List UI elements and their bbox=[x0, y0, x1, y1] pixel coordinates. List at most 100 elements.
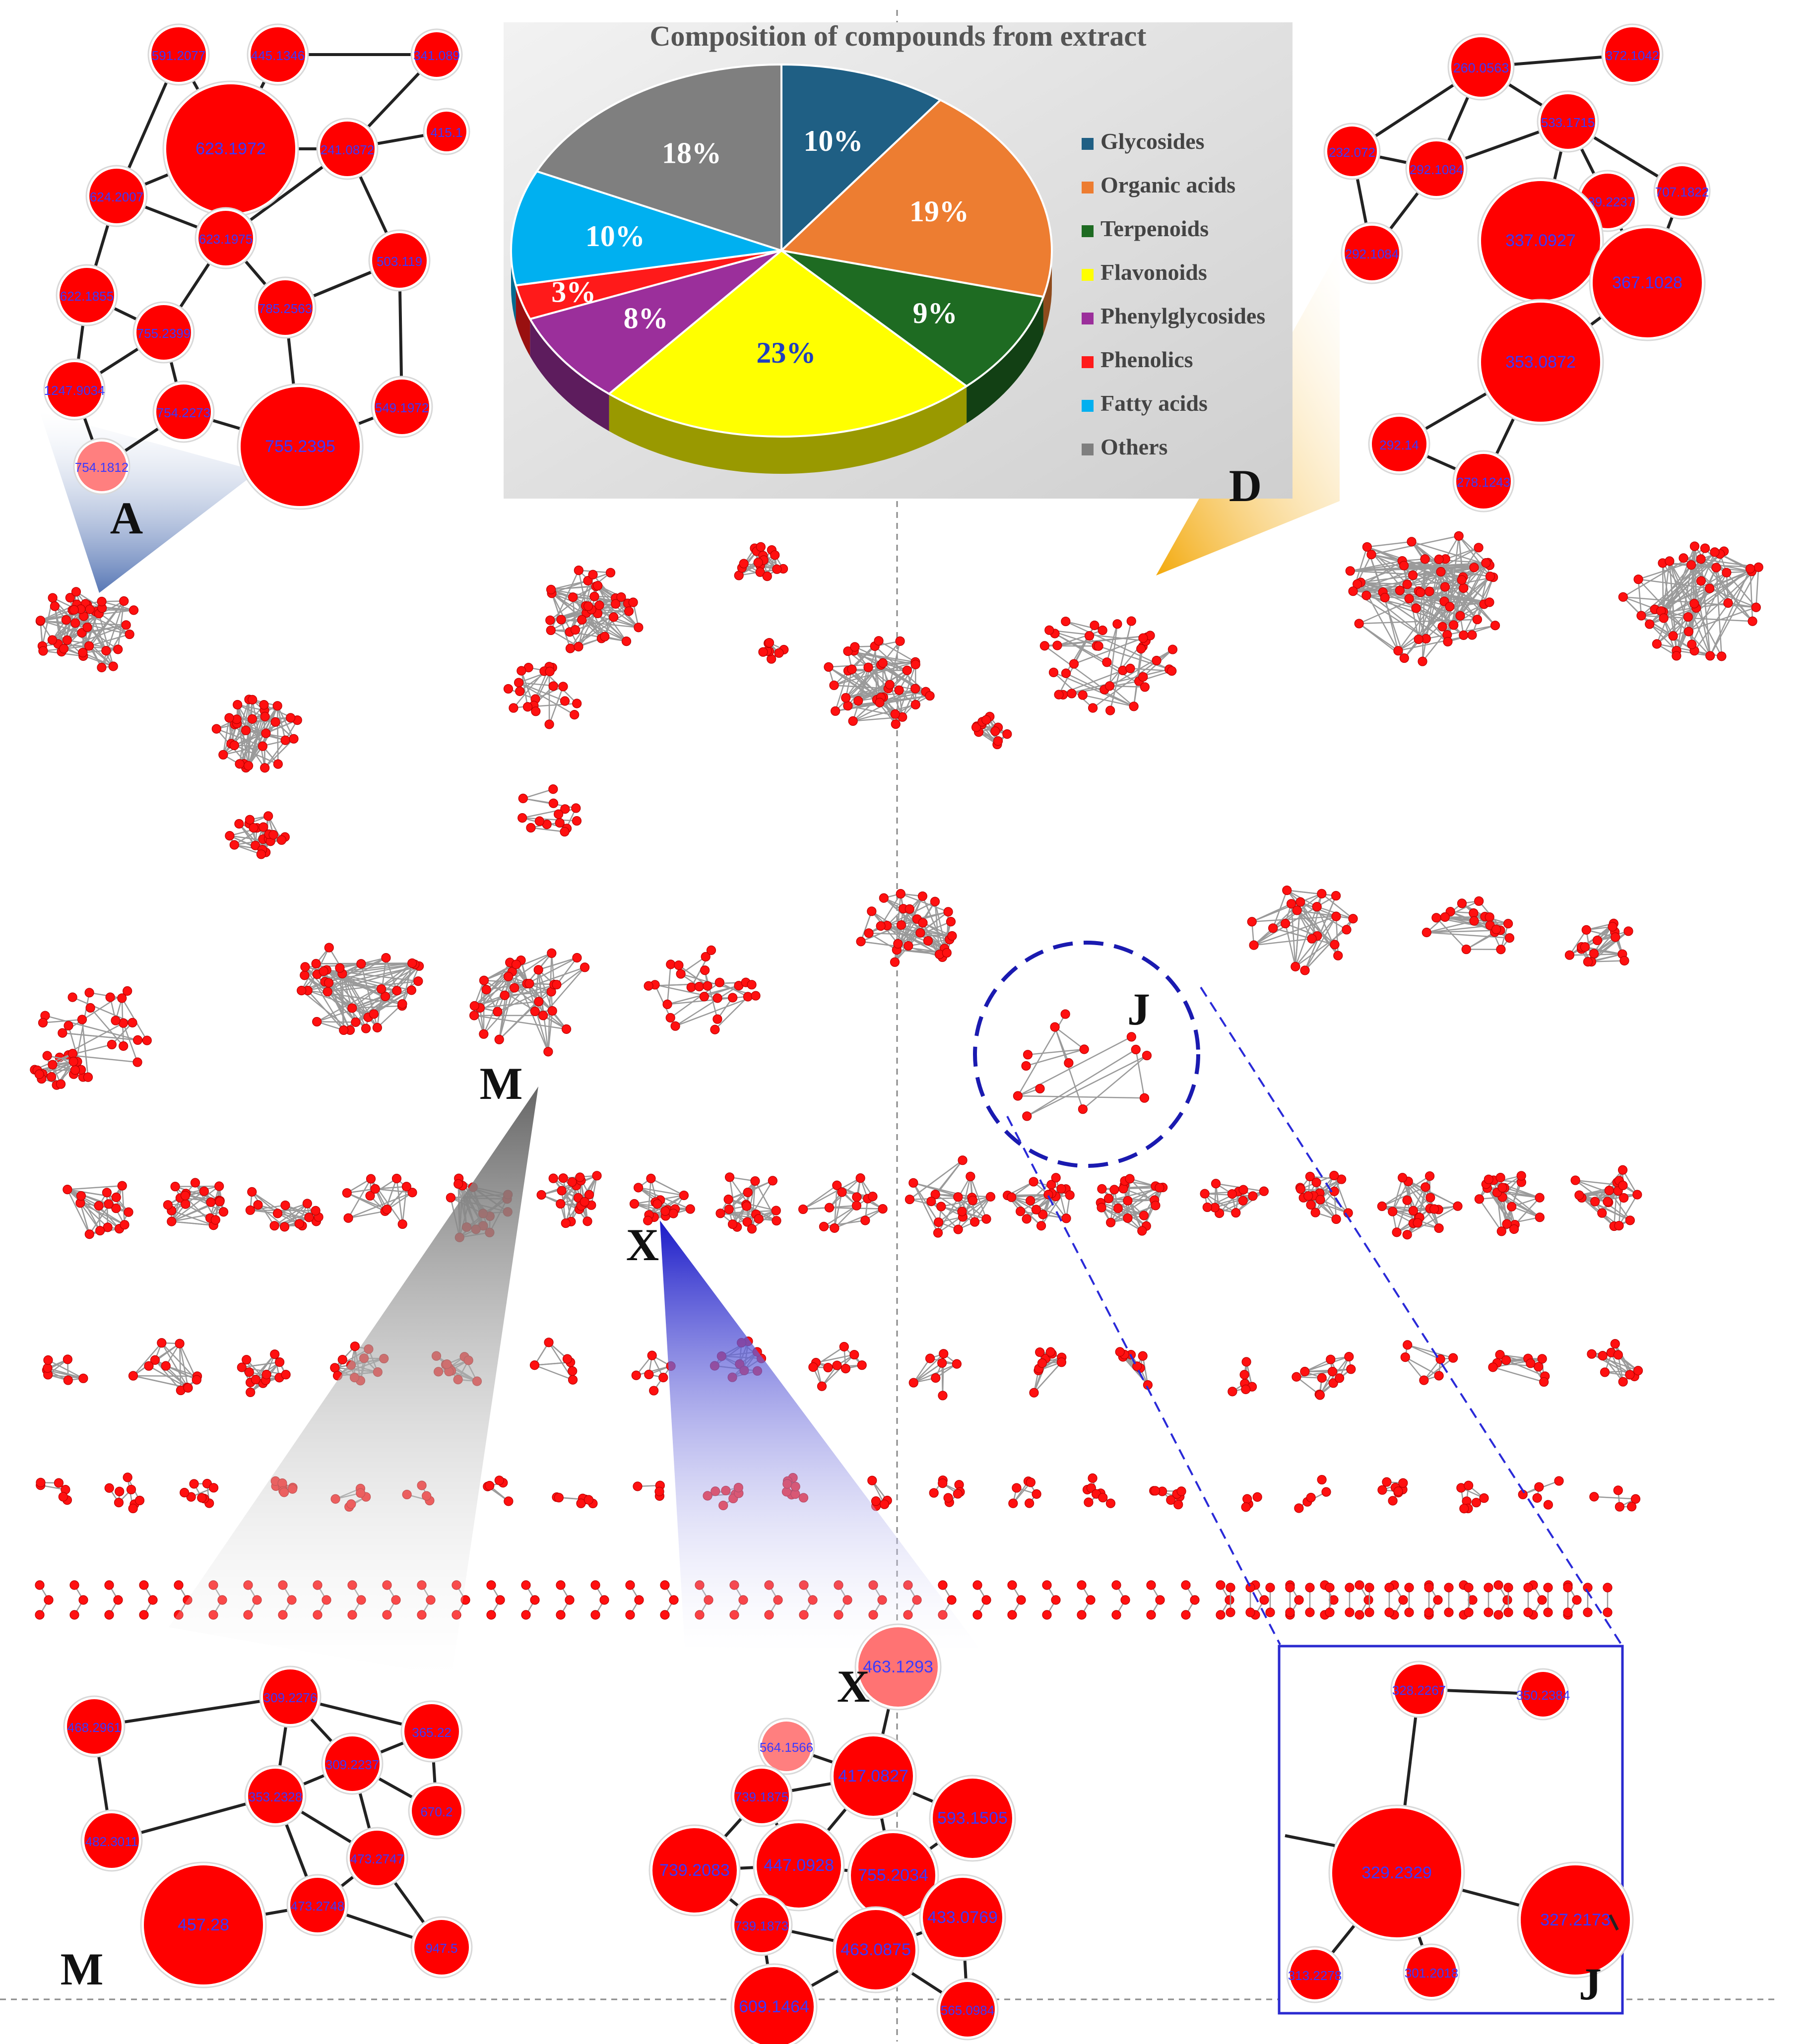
network-node bbox=[144, 1361, 154, 1371]
network-node bbox=[819, 1221, 829, 1231]
network-node bbox=[1610, 1339, 1620, 1349]
network-node bbox=[1532, 1493, 1542, 1503]
network-node bbox=[1295, 1184, 1306, 1194]
network-edge bbox=[1426, 920, 1475, 933]
network-node bbox=[1226, 1583, 1235, 1593]
network-node bbox=[1126, 1032, 1136, 1042]
network-node bbox=[509, 703, 518, 713]
network-node bbox=[189, 1479, 199, 1489]
network-node bbox=[1125, 1174, 1135, 1184]
network-node bbox=[953, 1192, 963, 1202]
network-node bbox=[1056, 1184, 1066, 1194]
network-node bbox=[1131, 1044, 1141, 1055]
network-edge bbox=[89, 992, 122, 999]
network-node bbox=[1687, 639, 1697, 649]
network-node bbox=[1228, 1387, 1237, 1397]
network-node bbox=[860, 1215, 870, 1225]
inset-node-label: 739.1873 bbox=[735, 1918, 788, 1933]
network-edge bbox=[323, 970, 353, 1009]
network-node bbox=[493, 1007, 503, 1017]
network-node bbox=[758, 647, 768, 657]
network-edge bbox=[497, 984, 557, 1013]
network-node bbox=[1102, 657, 1112, 667]
network-node bbox=[1563, 1583, 1573, 1593]
network-node bbox=[1036, 1221, 1046, 1231]
legend-swatch-3 bbox=[1082, 269, 1094, 281]
network-node bbox=[895, 636, 905, 646]
network-node bbox=[1436, 567, 1446, 577]
network-node bbox=[1437, 622, 1447, 632]
network-node bbox=[123, 1472, 132, 1482]
network-edge bbox=[509, 962, 567, 1030]
network-node bbox=[1613, 1350, 1623, 1360]
network-edge bbox=[106, 1192, 109, 1227]
inset-node-label: 337.0927 bbox=[1505, 231, 1576, 250]
network-edge bbox=[161, 1342, 197, 1381]
network-edge bbox=[250, 1210, 316, 1212]
network-node bbox=[129, 605, 139, 615]
network-node bbox=[798, 1204, 808, 1214]
network-node bbox=[175, 1339, 185, 1348]
inset-node-label: 301.2018 bbox=[1405, 1966, 1458, 1980]
inset-node-label: 292.1084 bbox=[1410, 162, 1463, 177]
network-node bbox=[1495, 1173, 1505, 1183]
network-node bbox=[481, 985, 491, 995]
network-node bbox=[1696, 576, 1706, 586]
network-node bbox=[529, 1360, 540, 1370]
network-node bbox=[108, 661, 118, 671]
network-edge bbox=[1663, 588, 1710, 619]
network-node bbox=[1056, 1357, 1067, 1367]
network-node bbox=[931, 1373, 941, 1383]
network-edge bbox=[1054, 1026, 1085, 1050]
network-node bbox=[1425, 1171, 1435, 1181]
network-node bbox=[1094, 641, 1103, 651]
network-node bbox=[225, 831, 235, 841]
pie-slices bbox=[510, 63, 1053, 438]
network-edge bbox=[845, 684, 890, 699]
network-node bbox=[380, 991, 390, 1002]
network-edge bbox=[1101, 1207, 1143, 1232]
network-node bbox=[646, 1173, 656, 1183]
network-node bbox=[211, 724, 221, 734]
network-node bbox=[1331, 1214, 1341, 1224]
network-node bbox=[1572, 1595, 1582, 1605]
network-node bbox=[634, 623, 644, 633]
network-edge bbox=[43, 1019, 82, 1023]
network-node bbox=[572, 953, 582, 963]
network-node bbox=[244, 1367, 254, 1377]
network-edge bbox=[1502, 1196, 1540, 1218]
network-node bbox=[754, 1214, 764, 1224]
network-node bbox=[1615, 1502, 1624, 1512]
network-node bbox=[1200, 1189, 1210, 1199]
network-edge bbox=[857, 667, 869, 701]
network-node bbox=[1399, 653, 1409, 663]
network-node bbox=[584, 1190, 594, 1200]
network-node bbox=[1404, 594, 1414, 604]
network-node bbox=[1042, 1610, 1052, 1620]
network-node bbox=[755, 567, 765, 577]
network-node bbox=[406, 985, 416, 995]
network-node bbox=[510, 983, 519, 993]
network-node bbox=[517, 666, 526, 676]
network-edge bbox=[75, 591, 103, 609]
network-node bbox=[1408, 570, 1418, 580]
network-edge bbox=[277, 705, 286, 741]
network-node bbox=[568, 1366, 578, 1376]
network-node bbox=[1652, 639, 1662, 649]
inset-node-label: 755.2034 bbox=[858, 1866, 928, 1885]
inset-node-label: 754.2273 bbox=[157, 405, 210, 420]
network-edge bbox=[1311, 894, 1323, 939]
network-node bbox=[251, 1375, 260, 1385]
network-edge bbox=[81, 1019, 89, 1078]
network-node bbox=[297, 985, 307, 996]
network-edge bbox=[1381, 1186, 1426, 1207]
network-node bbox=[1590, 1197, 1600, 1207]
network-edge bbox=[889, 641, 901, 685]
network-node bbox=[1363, 1595, 1373, 1605]
network-node bbox=[534, 816, 545, 826]
network-node bbox=[294, 1219, 304, 1229]
network-node bbox=[1002, 729, 1012, 739]
network-node bbox=[115, 1486, 125, 1496]
pie-label-5: 3% bbox=[551, 276, 596, 309]
network-node bbox=[1043, 1190, 1053, 1200]
